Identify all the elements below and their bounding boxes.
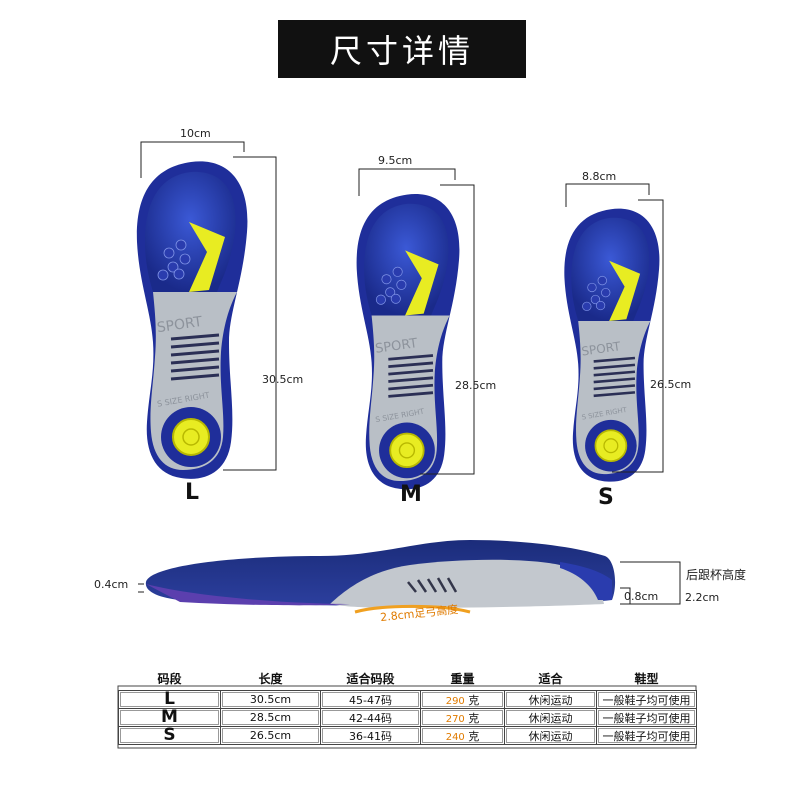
- insole-brand-print: SPORT: [374, 336, 418, 357]
- length-label-s: 26.5cm: [650, 378, 692, 391]
- row-use: 休闲运动: [504, 690, 597, 709]
- row-shoe-type: 一般鞋子均可使用: [596, 726, 697, 745]
- heel-base-label: 0.8cm: [624, 590, 659, 603]
- weight-value: 290: [445, 695, 465, 707]
- insole-label-s: S: [598, 485, 614, 510]
- row-fit: 42-44码: [320, 708, 421, 727]
- table-header-fit: 适合码段: [346, 672, 395, 686]
- row-fit: 45-47码: [320, 690, 421, 709]
- width-label-s: 8.8cm: [582, 170, 617, 183]
- insole-label-m: M: [400, 482, 422, 507]
- row-use: 休闲运动: [504, 726, 597, 745]
- insole-label-l: L: [185, 480, 200, 505]
- weight-unit: 克: [468, 693, 480, 707]
- row-length: 30.5cm: [220, 690, 321, 709]
- weight-unit: 克: [468, 711, 480, 725]
- row-shoe-type: 一般鞋子均可使用: [596, 708, 697, 727]
- row-weight: 290 克: [420, 690, 505, 709]
- width-label-l: 10cm: [180, 127, 211, 140]
- heel-cup-label: 2.2cm: [685, 591, 720, 604]
- width-label-m: 9.5cm: [378, 154, 413, 167]
- length-label-m: 28.5cm: [455, 379, 497, 392]
- side-dim-lines: [138, 561, 681, 605]
- row-weight: 270 克: [420, 708, 505, 727]
- size-spec-table: 码段 长度 适合码段 重量 适合 鞋型 L 30.5cm 45-47码 290 …: [118, 668, 697, 745]
- weight-unit: 克: [468, 729, 480, 743]
- heel-cup-title: 后跟杯高度: [686, 568, 747, 582]
- weight-value: 270: [445, 713, 465, 725]
- table-header-length: 长度: [258, 672, 283, 686]
- insole-brand-print: SPORT: [156, 314, 204, 336]
- insole-side-view: [145, 540, 616, 614]
- dim-lines-s: [565, 183, 664, 473]
- insole-m: SPORT S SIZE RIGHT: [356, 194, 460, 490]
- row-size-code: S: [118, 726, 221, 745]
- table-header-use: 适合: [538, 672, 563, 686]
- table-row: S 26.5cm 36-41码 240 克 休闲运动 一般鞋子均可使用: [118, 726, 697, 745]
- insole-l: SPORT S SIZE RIGHT: [136, 161, 248, 479]
- length-label-l: 30.5cm: [262, 373, 304, 386]
- table-header-weight: 重量: [450, 672, 475, 686]
- table-row: M 28.5cm 42-44码 270 克 休闲运动 一般鞋子均可使用: [118, 708, 697, 727]
- row-length: 28.5cm: [220, 708, 321, 727]
- insole-s: SPORT S SIZE RIGHT: [564, 208, 660, 482]
- dim-lines-m: [358, 168, 475, 475]
- row-shoe-type: 一般鞋子均可使用: [596, 690, 697, 709]
- weight-value: 240: [445, 731, 465, 743]
- table-header-size-code: 码段: [157, 672, 182, 686]
- row-weight: 240 克: [420, 726, 505, 745]
- dim-lines-l: [140, 141, 277, 471]
- row-size-code: M: [118, 708, 221, 727]
- toe-thickness-label: 0.4cm: [94, 578, 129, 591]
- row-use: 休闲运动: [504, 708, 597, 727]
- insole-brand-print: SPORT: [581, 339, 622, 358]
- table-row: L 30.5cm 45-47码 290 克 休闲运动 一般鞋子均可使用: [118, 690, 697, 709]
- table-header-shoe-type: 鞋型: [634, 672, 659, 686]
- row-fit: 36-41码: [320, 726, 421, 745]
- page-title: 尺寸详情: [278, 20, 526, 78]
- row-length: 26.5cm: [220, 726, 321, 745]
- row-size-code: L: [118, 690, 221, 709]
